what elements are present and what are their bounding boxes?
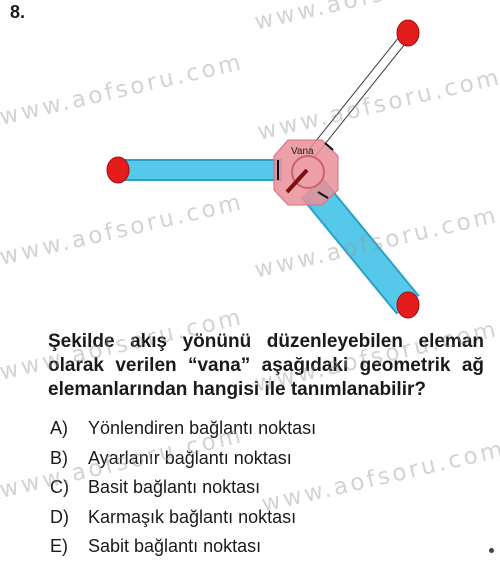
option-text: Sabit bağlantı noktası [88,536,262,557]
option-text: Basit bağlantı noktası [88,477,261,498]
option-letter: D) [50,506,69,527]
option-e[interactable]: E) Sabit bağlantı noktası [50,532,316,562]
option-letter: A) [50,418,68,439]
option-d[interactable]: D) Karmaşık bağlantı noktası [50,503,316,533]
option-b[interactable]: B) Ayarlanır bağlantı noktası [50,444,316,474]
upper-right-pipe [308,29,412,157]
bottom-right-node [396,291,420,319]
valve-network-figure: Vana [106,19,420,319]
option-c[interactable]: C) Basit bağlantı noktası [50,473,316,503]
option-letter: C) [50,477,69,498]
question-text: Şekilde akış yönünü düzenleyebilen elema… [48,331,484,400]
lower-right-pipe [300,178,420,315]
option-text: Yönlendiren bağlantı noktası [88,418,317,439]
option-text: Karmaşık bağlantı noktası [88,506,297,527]
answer-options: A) Yönlendiren bağlantı noktası B) Ayarl… [50,414,316,562]
left-node [106,156,130,184]
option-text: Ayarlanır bağlantı noktası [88,447,292,468]
option-letter: B) [50,447,68,468]
valve-label: Vana [291,146,314,157]
valve: Vana [273,139,339,206]
option-letter: E) [50,536,68,557]
option-a[interactable]: A) Yönlendiren bağlantı noktası [50,414,316,444]
top-right-node [396,19,420,47]
question-number: 8. [10,2,26,22]
page-dot [489,548,494,553]
